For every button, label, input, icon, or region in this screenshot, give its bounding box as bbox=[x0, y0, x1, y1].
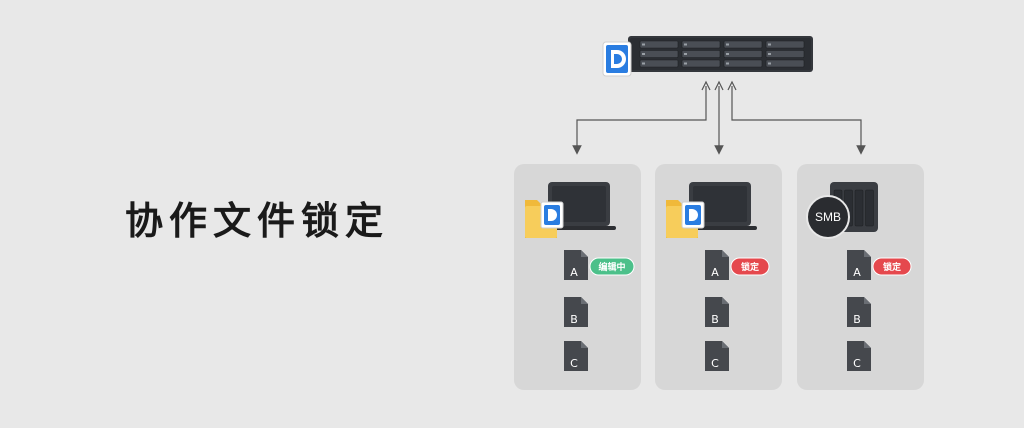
nas-rack-server-icon bbox=[628, 36, 813, 72]
document-file-icon bbox=[705, 297, 729, 327]
document-file-icon bbox=[564, 250, 588, 280]
status-badge: 锁定 bbox=[730, 257, 770, 276]
document-file-icon bbox=[847, 341, 871, 371]
file-item-a[interactable]: A 锁定 bbox=[705, 250, 770, 280]
drive-bay bbox=[765, 40, 805, 49]
document-file-icon bbox=[564, 297, 588, 327]
drive-bay bbox=[681, 40, 721, 49]
file-letter: B bbox=[570, 313, 578, 326]
file-item-c[interactable]: C bbox=[705, 341, 729, 371]
drive-bay bbox=[639, 59, 679, 68]
file-item-b[interactable]: B bbox=[564, 297, 588, 327]
status-badge: 编辑中 bbox=[589, 257, 635, 276]
client-panel-2: A 锁定 B C bbox=[655, 164, 782, 390]
drive-bay bbox=[639, 40, 679, 49]
smb-label: SMB bbox=[815, 210, 841, 224]
file-item-a[interactable]: A 锁定 bbox=[847, 250, 912, 280]
drive-bay bbox=[723, 59, 763, 68]
drive-bay bbox=[723, 40, 763, 49]
page-title: 协作文件锁定 bbox=[125, 199, 390, 243]
drive-bay-led bbox=[726, 43, 729, 46]
drive-bay-led bbox=[642, 53, 645, 55]
status-badge-label: 编辑中 bbox=[598, 261, 625, 273]
file-item-b[interactable]: B bbox=[705, 297, 729, 327]
file-letter: C bbox=[711, 357, 719, 370]
drive-bay-led bbox=[684, 43, 687, 46]
status-badge-label: 锁定 bbox=[741, 261, 760, 273]
drive-bay-led bbox=[768, 43, 771, 46]
document-file-icon bbox=[705, 341, 729, 371]
drive-bay bbox=[639, 50, 679, 58]
drive-bay-led bbox=[768, 53, 771, 55]
status-badge-label: 锁定 bbox=[883, 261, 902, 273]
file-letter: A bbox=[853, 266, 861, 279]
drive-bay bbox=[723, 50, 763, 58]
drive-bay-led bbox=[684, 62, 687, 65]
drive-bay-led bbox=[642, 43, 645, 46]
document-file-icon bbox=[705, 250, 729, 280]
document-file-icon bbox=[564, 341, 588, 371]
connector-lines bbox=[572, 80, 866, 155]
file-letter: C bbox=[570, 357, 578, 370]
file-item-b[interactable]: B bbox=[847, 297, 871, 327]
document-file-icon bbox=[847, 297, 871, 327]
file-letter: A bbox=[711, 266, 719, 279]
file-letter: A bbox=[570, 266, 578, 279]
file-letter: C bbox=[853, 357, 861, 370]
drive-bay bbox=[681, 50, 721, 58]
drive-bay-led bbox=[726, 53, 729, 55]
file-item-a[interactable]: A 编辑中 bbox=[564, 250, 635, 280]
synology-drive-icon bbox=[602, 41, 632, 77]
drive-bay-led bbox=[726, 62, 729, 65]
file-letter: B bbox=[711, 313, 719, 326]
client-panel-1: A 编辑中 B C bbox=[514, 164, 641, 390]
drive-bay bbox=[681, 59, 721, 68]
smb-badge: SMB bbox=[806, 195, 850, 239]
drive-bay-led bbox=[768, 62, 771, 65]
file-item-c[interactable]: C bbox=[847, 341, 871, 371]
drive-bay-led bbox=[642, 62, 645, 65]
drive-bay bbox=[765, 59, 805, 68]
document-file-icon bbox=[847, 250, 871, 280]
client-panel-3: SMB A 锁定 B C bbox=[797, 164, 924, 390]
file-letter: B bbox=[853, 313, 861, 326]
drive-bay bbox=[765, 50, 805, 58]
synology-drive-icon bbox=[540, 201, 564, 229]
status-badge: 锁定 bbox=[872, 257, 912, 276]
drive-bay-led bbox=[684, 53, 687, 55]
file-item-c[interactable]: C bbox=[564, 341, 588, 371]
synology-drive-icon bbox=[681, 201, 705, 229]
